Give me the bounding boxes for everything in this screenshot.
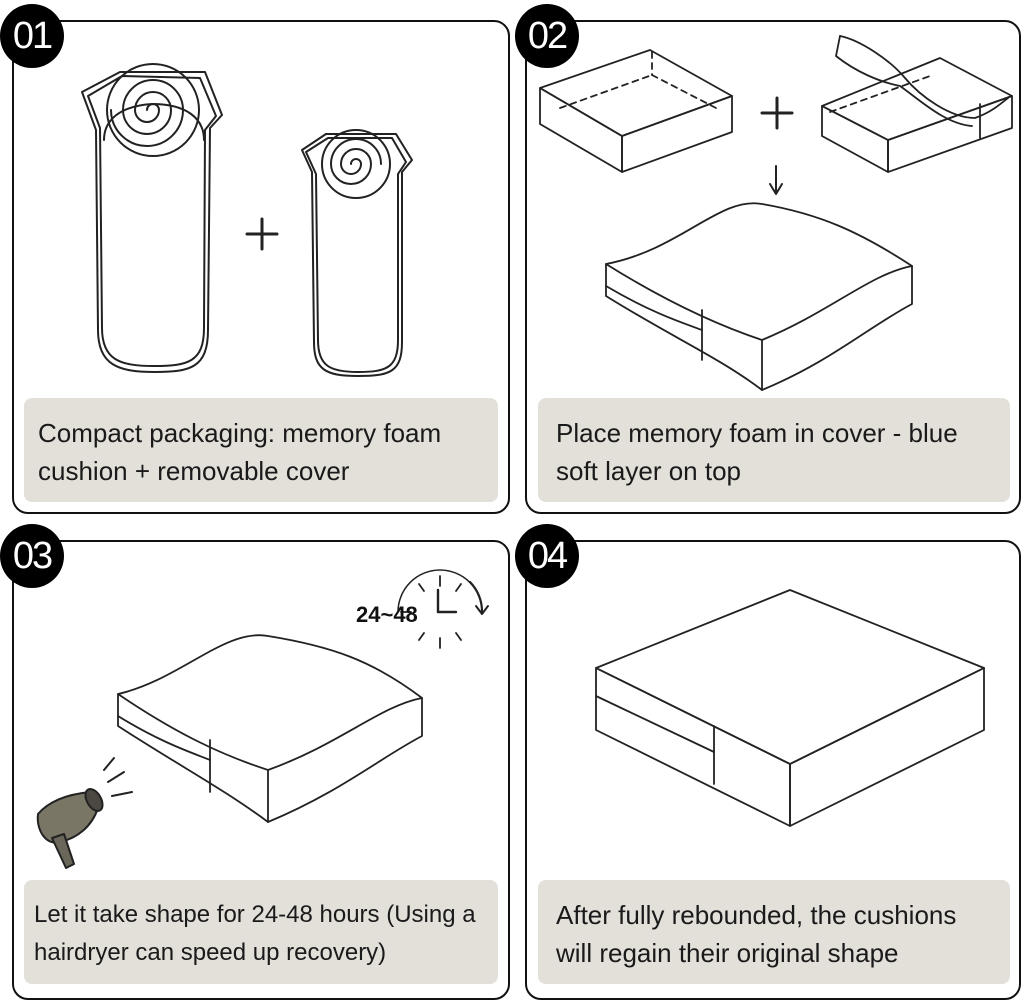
flat-cushion-icon (595, 589, 985, 827)
plus-icon (760, 96, 794, 130)
hairdryer-icon (36, 757, 133, 869)
foam-block-icon (539, 49, 733, 173)
wavy-cushion-icon (605, 202, 913, 391)
step-number-1: 01 (0, 4, 64, 68)
rolled-foam-icon (81, 63, 223, 373)
arrow-down-icon (769, 165, 783, 195)
step-caption-4: After fully rebounded, the cushions will… (538, 880, 1010, 984)
wavy-cushion-icon (117, 634, 423, 823)
clock-duration-label: 24~48 (356, 602, 418, 627)
step-caption-3: Let it take shape for 24-48 hours (Using… (24, 880, 498, 984)
step-number-3: 03 (0, 524, 64, 588)
step-caption-1: Compact packaging: memory foam cushion +… (24, 398, 498, 502)
step-number-2: 02 (515, 4, 579, 68)
step-caption-2: Place memory foam in cover - blue soft l… (538, 398, 1010, 502)
step-number-4: 04 (515, 524, 579, 588)
open-cover-icon (821, 35, 1013, 173)
clock-icon (397, 569, 489, 649)
rolled-cover-icon (301, 129, 413, 377)
plus-icon (245, 217, 279, 251)
